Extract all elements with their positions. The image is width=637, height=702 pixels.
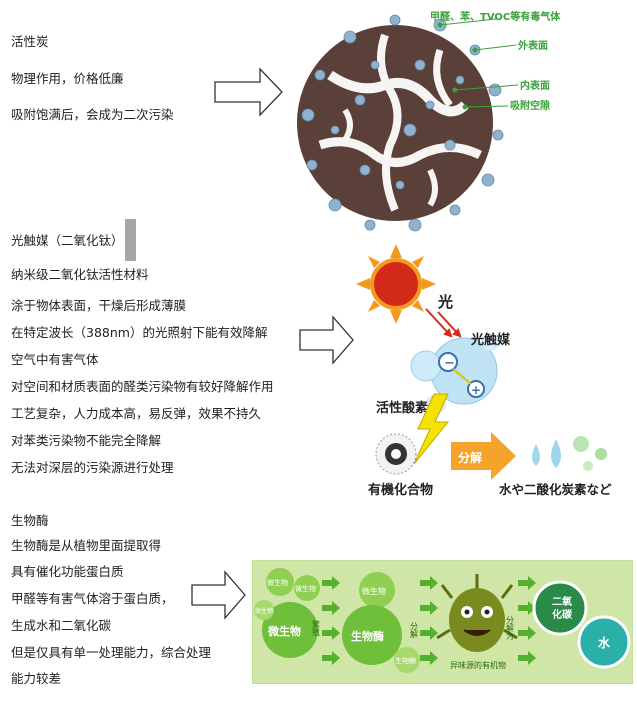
section2-line-1: 纳米级二氧化钛活性材料: [11, 267, 149, 282]
svg-text:生物酶: 生物酶: [351, 629, 384, 643]
svg-text:微生物: 微生物: [255, 607, 273, 615]
lightning-icon: [413, 393, 450, 465]
section2-line-4: 空气中有害气体: [11, 352, 99, 367]
activated-carbon-figure: 甲醛、苯、TVOC等有毒气体 外表面 内表面 吸附空隙: [297, 10, 561, 232]
section1-title: 活性炭: [11, 34, 49, 49]
divider-bar: [125, 219, 136, 261]
svg-text:生物酶: 生物酶: [395, 656, 416, 665]
section2-line-8: 无法对深层的污染源进行处理: [11, 460, 174, 475]
svg-text:−: −: [444, 356, 455, 371]
photocatalyst-figure: 光 光触媒 − + 活性酸素 分解 有機化合物 水や二酸化炭素など: [356, 244, 634, 509]
svg-text:微生物: 微生物: [267, 578, 288, 587]
section1-line-2: 吸附饱满后，会成为二次污染: [11, 107, 174, 122]
svg-text:分解为: 分解为: [506, 616, 515, 641]
right-arrow-icon: [191, 570, 246, 620]
svg-text:微生物: 微生物: [295, 584, 316, 593]
svg-text:微生物: 微生物: [267, 624, 301, 638]
section3-line-4: 生成水和二氧化碳: [11, 618, 112, 633]
section2-line-6: 工艺复杂，人力成本高，易反弹，效果不持久: [11, 406, 262, 421]
section2-line-2: 涂于物体表面，干燥后形成薄膜: [11, 298, 187, 313]
decompose-arrow: [451, 432, 516, 480]
section2-line-7: 对苯类污染物不能完全降解: [11, 433, 162, 448]
label-toxic-gas: 甲醛、苯、TVOC等有毒气体: [430, 10, 561, 23]
section3-title: 生物酶: [11, 513, 49, 528]
section3-line-6: 能力较差: [11, 671, 62, 686]
bio-enzyme-figure: 微生物 微生物 微生物 微生物 繁殖 微生物 生物酶 生物酶 分解 异味源的有机…: [252, 560, 633, 684]
right-arrow-icon: [299, 315, 354, 365]
section1-line-1: 物理作用，价格低廉: [11, 71, 124, 86]
svg-text:分解: 分解: [410, 622, 419, 639]
water-bubble: [577, 615, 631, 669]
label-active-oxygen: 活性酸素: [376, 400, 428, 416]
organic-compound-icon: [375, 433, 417, 475]
germ-icon: [436, 574, 518, 652]
section2-line-3: 在特定波长（388nm）的光照射下能有效降解: [11, 325, 268, 340]
svg-text:二氧化碳: 二氧化碳: [552, 595, 573, 621]
water-drop-icon: [532, 444, 540, 466]
sun-icon: [356, 244, 436, 324]
water-drop-icon: [551, 439, 561, 468]
label-catalyst: 光触媒: [470, 332, 511, 348]
section2-title: 光触媒（二氧化钛）: [11, 233, 124, 248]
co2-bubble: [532, 580, 588, 636]
svg-text:异味源的有机物: 异味源的有机物: [450, 660, 506, 670]
right-arrow-icon: [214, 67, 283, 117]
section3-line-1: 生物酶是从植物里面提取得: [11, 538, 162, 553]
svg-text:繁殖: 繁殖: [312, 619, 321, 637]
label-inner-surface: 内表面: [520, 79, 550, 92]
label-products: 水や二酸化炭素など: [499, 482, 612, 497]
section3-line-3: 甲醛等有害气体溶于蛋白质，: [11, 591, 174, 606]
section2-line-5: 对空间和材质表面的醛类污染物有较好降解作用: [11, 379, 274, 394]
svg-text:水: 水: [598, 635, 611, 650]
label-adsorption-pore: 吸附空隙: [510, 99, 550, 112]
label-organic: 有機化合物: [368, 482, 433, 498]
svg-text:分解: 分解: [458, 450, 482, 465]
label-light: 光: [437, 293, 453, 311]
section3-line-5: 但是仅具有单一处理能力，综合处理: [11, 645, 212, 660]
svg-text:+: +: [471, 383, 481, 397]
section3-line-2: 具有催化功能蛋白质: [11, 564, 124, 579]
svg-text:微生物: 微生物: [362, 586, 386, 596]
label-outer-surface: 外表面: [517, 39, 548, 52]
